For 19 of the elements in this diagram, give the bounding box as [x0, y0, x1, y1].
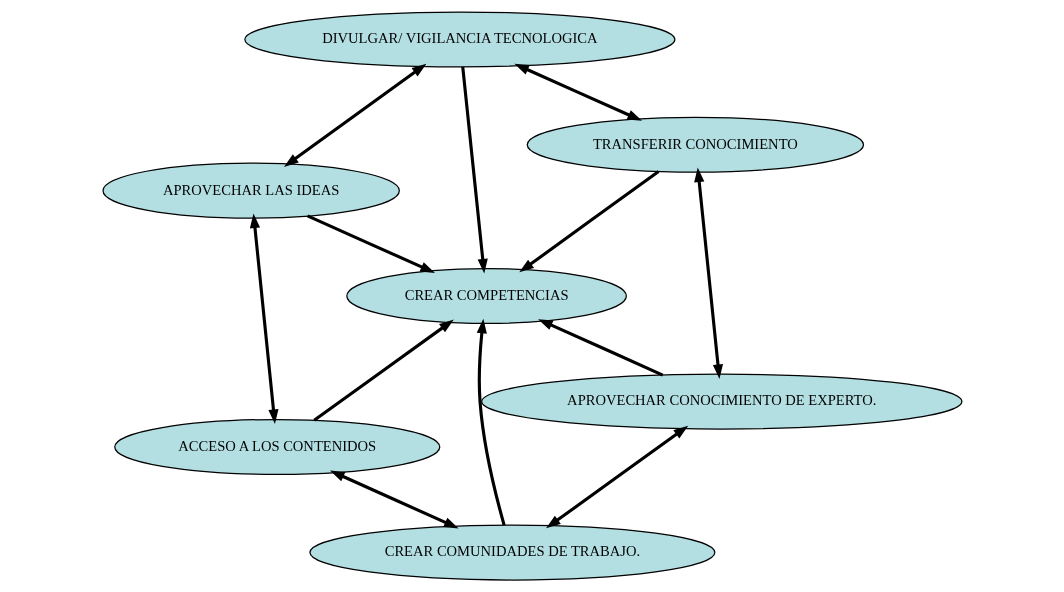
arrow [545, 425, 688, 529]
arrow [283, 63, 426, 167]
arrow [306, 214, 435, 273]
arrow [537, 319, 663, 377]
arrow [249, 213, 279, 424]
node-ellipse: TRANSFERIR CONOCIMIENTO [526, 116, 864, 173]
arrow [513, 63, 642, 121]
node-ellipse: CREAR COMPETENCIAS [345, 267, 627, 325]
arrow [460, 66, 488, 274]
node-ellipse: CREAR COMUNIDADES DE TRABAJO. [308, 524, 715, 581]
node-ellipse: APROVECHAR CONOCIMIENTO DE EXPERTO. [480, 373, 962, 430]
arrow [518, 170, 659, 273]
arrow [693, 167, 723, 379]
arrow [312, 319, 454, 422]
node-ellipse: ACCESO A LOS CONTENIDOS [113, 418, 440, 475]
arrow [476, 318, 506, 526]
node-ellipse: APROVECHAR LAS IDEAS [101, 162, 400, 219]
arrow [329, 470, 459, 529]
node-ellipse: DIVULGAR/ VIGILANCIA TECNOLOGICA [243, 11, 675, 68]
